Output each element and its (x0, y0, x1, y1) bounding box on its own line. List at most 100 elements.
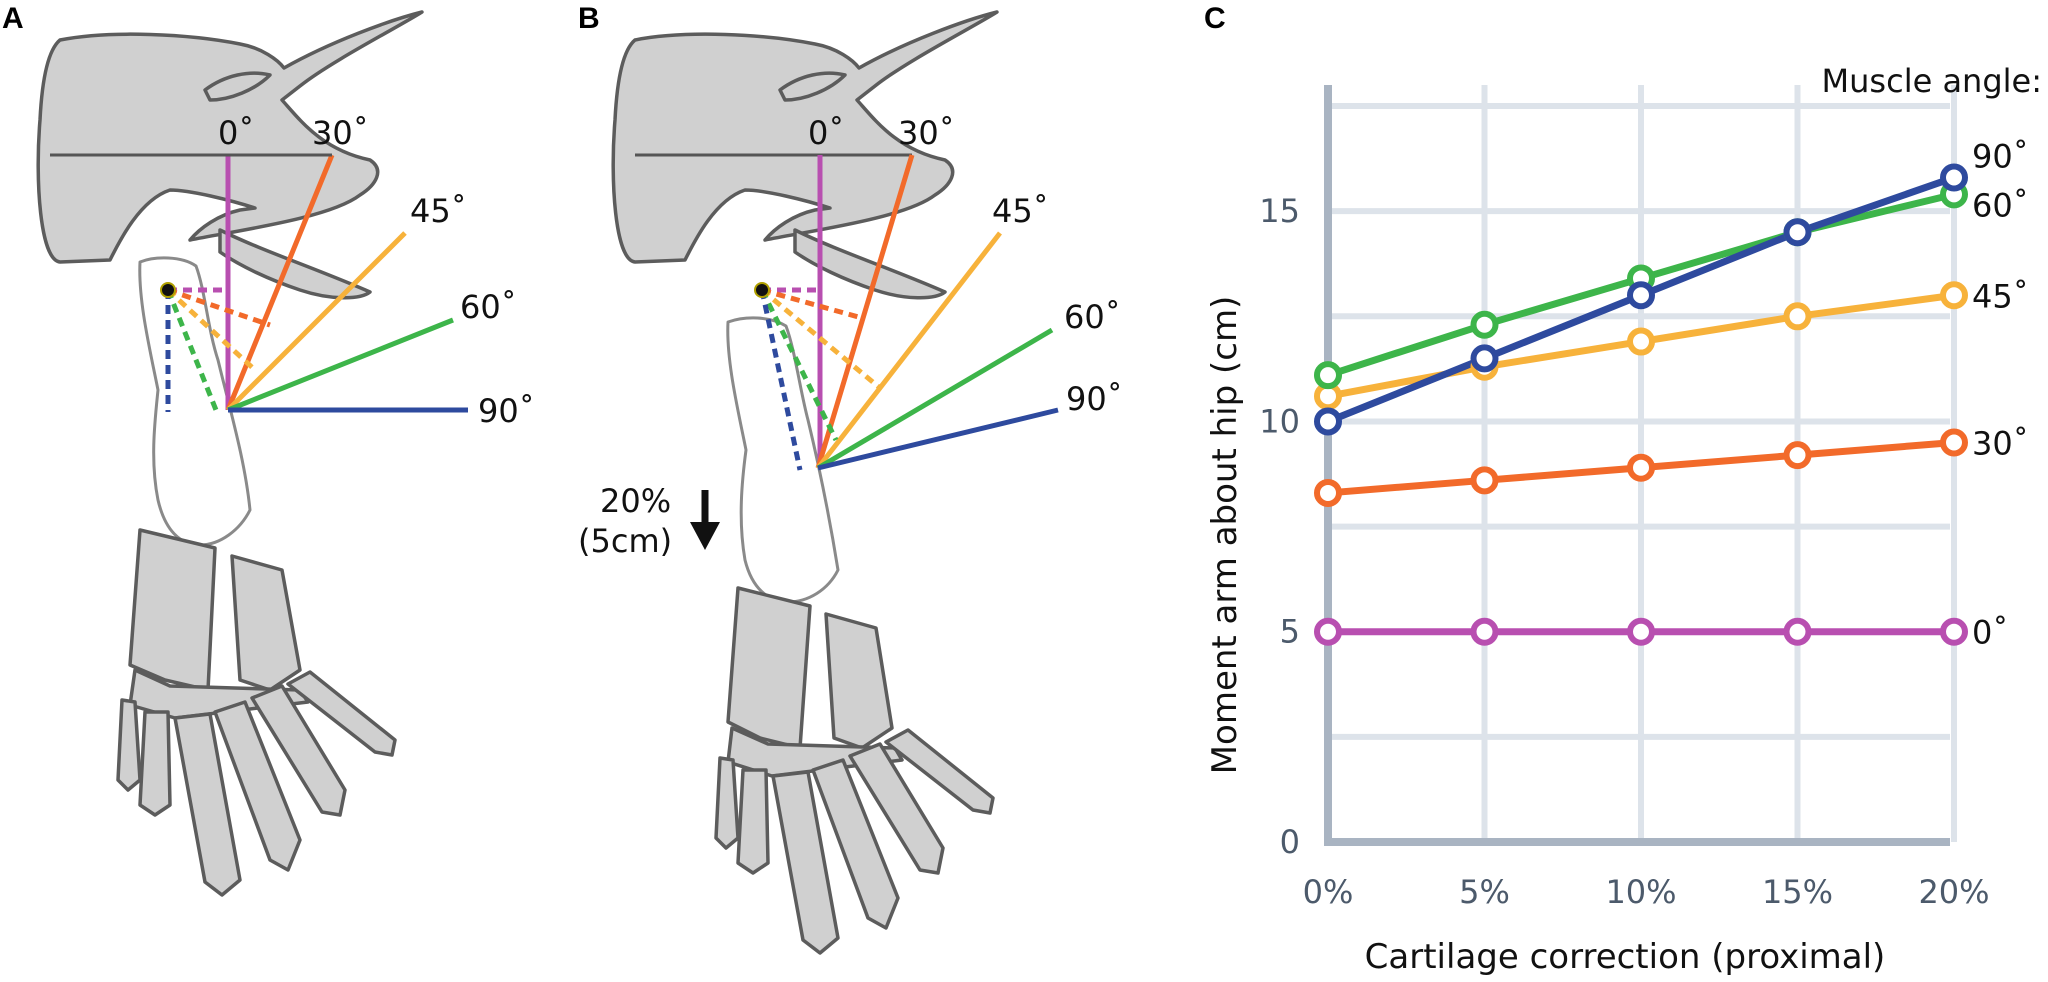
tibia-b (726, 586, 812, 750)
toes-a (116, 670, 397, 897)
toe-a-6 (286, 670, 397, 757)
angle-label-60-a: 60˚ (460, 288, 517, 326)
toe-b-2 (736, 768, 770, 875)
arm-30-b (761, 287, 863, 321)
toe-b-6 (884, 728, 995, 815)
pelvis-pubis (203, 71, 272, 102)
toe-a-5 (250, 684, 347, 817)
moment-arms-b (759, 287, 882, 471)
y-tick-label: 15 (1259, 192, 1300, 230)
muscle-lines-b (635, 153, 1059, 471)
panel-b-letter: B (578, 2, 600, 35)
y-axis-title: Moment arm about hip (cm) (1205, 296, 1245, 775)
moment-arms-a (165, 287, 271, 416)
toe-a-4 (213, 700, 302, 872)
data-point (1783, 218, 1812, 247)
toe-a-3 (173, 712, 242, 897)
toe-a-2 (138, 710, 172, 817)
line-45-a (226, 231, 407, 412)
down-arrow-icon (690, 490, 720, 550)
toe-b-3 (771, 770, 840, 955)
angle-label-30-a: 30˚ (312, 114, 369, 152)
angle-label-45-b: 45˚ (992, 192, 1049, 230)
shift-label-line1: 20% (600, 482, 671, 520)
data-point (1314, 407, 1342, 436)
muscle-lines-a (50, 153, 468, 413)
angle-label-60-b: 60˚ (1064, 298, 1121, 336)
data-point (1314, 617, 1342, 646)
data-point (1470, 466, 1499, 495)
line-90-b (817, 407, 1059, 471)
x-axis-title: Cartilage correction (proximal) (1365, 937, 1886, 977)
legend-title: Muscle angle: (1822, 62, 2042, 100)
hip-joint-a (160, 282, 176, 298)
line-30-a (225, 154, 335, 411)
line-45-b (816, 231, 1002, 470)
shift-label-line2: (5cm) (578, 522, 672, 560)
data-point (1783, 302, 1812, 331)
data-point (1627, 617, 1655, 646)
x-tick-label: 20% (1918, 873, 1989, 911)
arm-60-a (165, 289, 221, 416)
pelvis-ischium (218, 228, 372, 300)
data-point (1783, 441, 1812, 470)
y-tick-label: 0 (1280, 823, 1300, 861)
y-tick-label: 5 (1280, 613, 1300, 651)
angle-label-45-a: 45˚ (410, 192, 467, 230)
pelvis-body (36, 10, 424, 264)
angle-label-30-b: 30˚ (898, 114, 955, 152)
x-tick-label: 15% (1762, 873, 1833, 911)
data-point (1940, 617, 1968, 646)
panel-a: A (2, 2, 535, 897)
series-label: 45˚ (1972, 277, 2029, 315)
series-label: 0˚ (1972, 614, 2008, 652)
data-point (1470, 344, 1499, 373)
fibula-a (230, 554, 302, 692)
panel-c-letter: C (1204, 2, 1226, 35)
data-point (1627, 281, 1655, 310)
x-tick-label: 0% (1303, 873, 1354, 911)
toe-b-4 (811, 758, 900, 930)
data-point (1940, 428, 1968, 457)
arm-45-a (166, 288, 257, 372)
x-tick-label: 10% (1605, 873, 1676, 911)
line-30-b (815, 154, 915, 469)
femur-b (726, 316, 840, 604)
pelvis-pubis (778, 71, 847, 102)
data-point (1314, 361, 1342, 390)
toe-b-5 (848, 742, 945, 875)
panel-b: B (578, 2, 1123, 955)
data-point (1470, 617, 1499, 646)
arm-30-a (167, 287, 271, 328)
y-tick-label: 10 (1259, 402, 1300, 440)
data-point (1783, 617, 1812, 646)
data-point (1627, 453, 1655, 482)
toe-a-1 (116, 698, 142, 792)
arm-90-b (759, 289, 803, 471)
panel-a-letter: A (2, 2, 24, 35)
series-label: 30˚ (1972, 424, 2029, 462)
angle-label-0-b: 0˚ (808, 114, 844, 152)
arm-60-b (759, 288, 839, 442)
fibula-b (824, 612, 894, 750)
tibia-a (128, 528, 217, 692)
pelvis-a (36, 10, 424, 300)
angle-label-0-a: 0˚ (218, 114, 254, 152)
hip-joint-b (754, 282, 770, 298)
data-point (1470, 310, 1499, 339)
series-label: 60˚ (1972, 186, 2029, 224)
data-point (1627, 327, 1655, 356)
line-60-b (816, 327, 1054, 471)
x-tick-label: 5% (1459, 873, 1510, 911)
toe-b-1 (714, 756, 740, 850)
data-point (1940, 163, 1968, 192)
femur-a (138, 256, 252, 547)
data-point (1314, 478, 1342, 507)
arm-45-b (760, 288, 882, 390)
angle-label-90-b: 90˚ (1066, 380, 1123, 418)
angle-label-90-a: 90˚ (478, 392, 535, 430)
toes-b (714, 728, 995, 955)
